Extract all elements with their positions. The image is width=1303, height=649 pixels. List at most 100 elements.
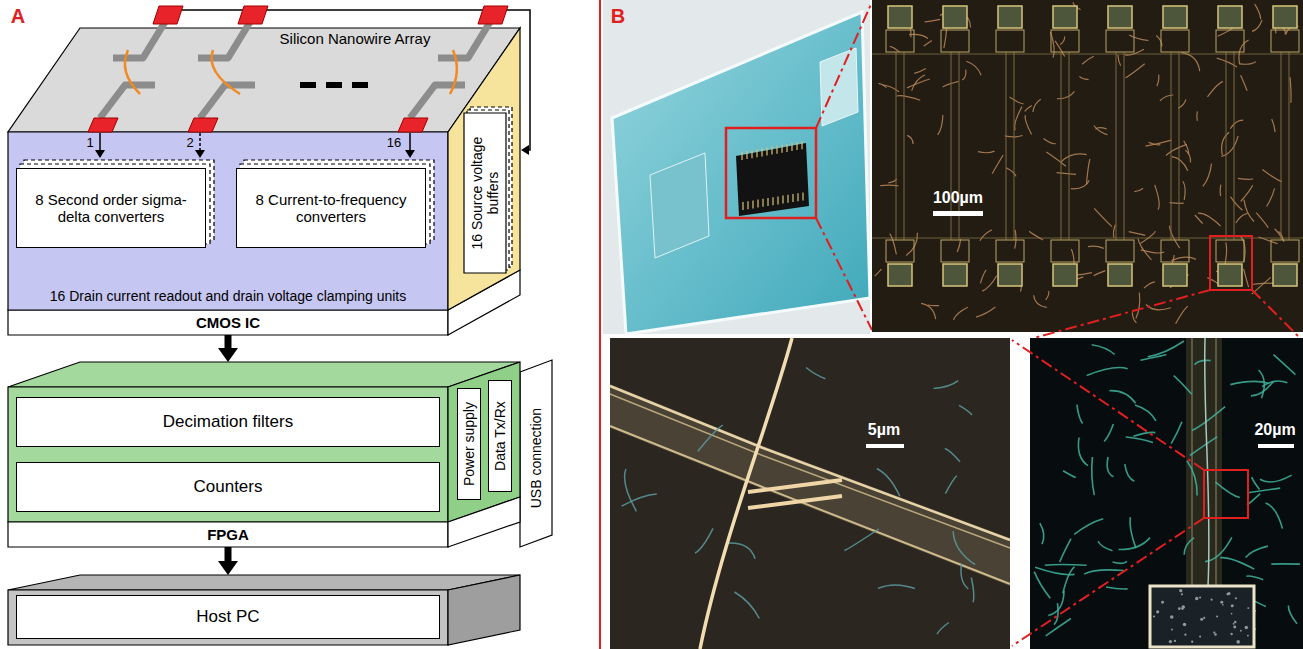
host-side-face	[448, 575, 520, 645]
speckle	[1178, 607, 1181, 610]
scattered-nanowire	[1015, 107, 1022, 131]
pad-outline	[1161, 240, 1189, 262]
speckle	[1230, 633, 1232, 635]
trace	[1069, 52, 1070, 240]
box-label: Data Tx/Rx	[492, 383, 508, 489]
bond-pad	[888, 264, 912, 286]
photo-detail	[748, 496, 842, 508]
trace	[904, 52, 905, 240]
scattered-nanowire	[1025, 105, 1032, 111]
photo-detail	[610, 426, 1010, 584]
photo-detail	[1210, 236, 1252, 290]
pad-outline	[1271, 240, 1299, 262]
scattered-nanowire	[934, 381, 959, 389]
photo-detail	[195, 150, 205, 158]
scattered-nanowire	[1057, 91, 1075, 98]
scattered-nanowire	[992, 155, 1003, 174]
label-slot: 1	[84, 135, 96, 151]
scattered-nanowire	[1113, 561, 1127, 563]
label-slot: 16	[382, 135, 406, 151]
sensor-pad	[742, 202, 743, 210]
sensor-pad	[752, 200, 753, 208]
sensor-pad	[751, 150, 752, 158]
box-label: Counters	[20, 477, 436, 497]
device-photo	[610, 338, 1010, 649]
speckle	[1203, 617, 1205, 619]
scattered-nanowire	[1171, 422, 1182, 444]
sensor-pad	[757, 200, 758, 208]
photo-detail	[1034, 290, 1210, 338]
sensor-pad	[762, 199, 763, 207]
wire-head	[521, 145, 529, 155]
scattered-nanowire	[1015, 230, 1016, 249]
outline-group	[8, 362, 520, 547]
outline	[8, 28, 520, 132]
photo-detail	[610, 394, 1010, 548]
scattered-nanowire	[1046, 152, 1066, 166]
photo-detail	[1012, 340, 1204, 470]
bond-pad	[1273, 264, 1297, 286]
speckle	[1233, 625, 1236, 628]
photo-detail	[872, 0, 1303, 332]
base-band-side	[448, 497, 520, 547]
photo-detail	[88, 118, 118, 132]
bond-pad	[998, 264, 1022, 286]
scattered-nanowire	[1244, 200, 1254, 222]
scattered-nanowire	[1033, 99, 1041, 112]
photo-detail	[622, 368, 976, 635]
sensor-pad	[741, 152, 742, 160]
scattered-nanowire	[1060, 37, 1065, 45]
bond-pad	[1218, 6, 1242, 28]
sensor-pad	[747, 201, 748, 209]
photo-detail	[1153, 589, 1249, 644]
scattered-nanowire	[1092, 345, 1115, 355]
label-slot: 20µm	[1250, 420, 1300, 440]
photo-detail	[700, 338, 792, 649]
pad-outline	[996, 240, 1024, 262]
photo-detail	[610, 338, 1010, 649]
scattered-nanowire	[1266, 503, 1283, 529]
box-label: CMOS IC	[8, 314, 448, 331]
scattered-nanowire	[980, 270, 986, 284]
speckle	[1211, 599, 1213, 601]
scattered-nanowire	[1082, 56, 1094, 64]
pad-outline	[1051, 240, 1079, 262]
speckle	[1181, 593, 1183, 595]
sensor-pad	[746, 151, 747, 159]
scattered-nanowire	[978, 151, 995, 153]
scattered-nanowire	[1088, 246, 1104, 248]
scattered-nanowire	[1140, 231, 1155, 243]
drain-arrows	[95, 133, 415, 158]
usb-strip	[520, 360, 552, 547]
readout-band: 16 Drain current readout and drain volta…	[8, 132, 448, 310]
trace	[1179, 52, 1180, 240]
outline-group	[8, 575, 520, 645]
photo-detail	[748, 480, 842, 492]
scattered-nanowire	[1252, 477, 1260, 490]
scattered-nanowire	[982, 276, 997, 291]
scattered-nanowire	[1138, 239, 1151, 260]
text-slot: FPGA	[8, 522, 448, 547]
scattered-nanowire	[1220, 185, 1222, 196]
scattered-nanowire	[912, 75, 925, 91]
scattered-nanowire	[966, 61, 981, 75]
sensor-pad	[771, 147, 772, 155]
speckle	[1184, 634, 1186, 636]
scattered-nanowire	[1034, 572, 1050, 599]
text-slot: 8 Current-to-frequency converters	[236, 168, 426, 248]
scattered-nanowire	[1155, 185, 1159, 210]
electrode-photo	[1030, 338, 1303, 649]
photo-detail	[1258, 444, 1294, 448]
speckle	[1183, 623, 1187, 627]
scattered-nanowire	[1260, 475, 1292, 482]
scattered-nanowire	[1040, 523, 1044, 544]
scattered-nanowire	[1238, 178, 1253, 180]
scattered-nanowire	[1248, 488, 1280, 493]
scattered-nanowire	[1288, 606, 1297, 624]
scattered-nanowire	[937, 623, 949, 635]
scattered-nanowire	[1126, 437, 1153, 442]
channel-number: 2	[184, 136, 196, 151]
photo-detail	[200, 85, 255, 118]
speckle	[1236, 640, 1240, 644]
pad-outline	[941, 240, 969, 262]
